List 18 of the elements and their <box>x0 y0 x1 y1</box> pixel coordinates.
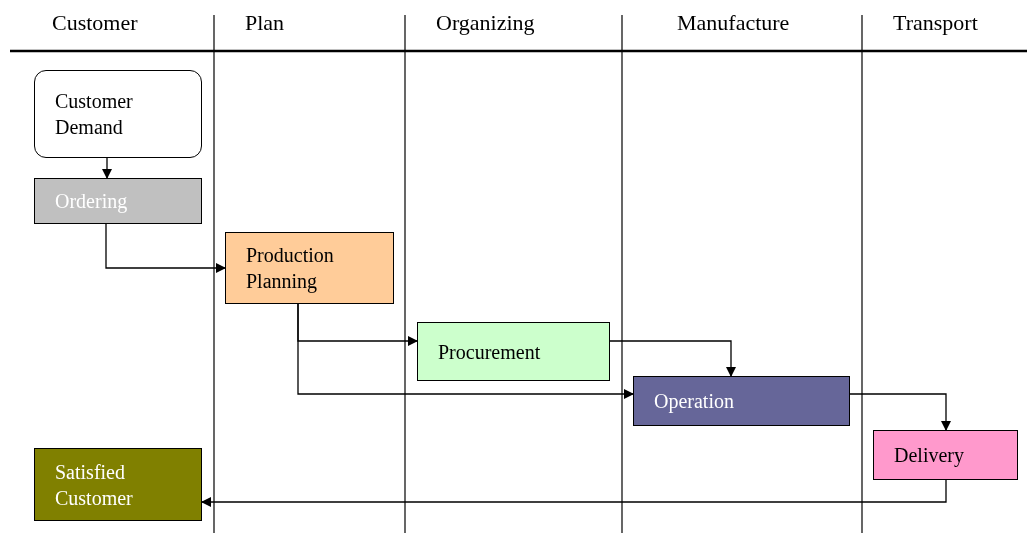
process-box: Delivery <box>873 430 1018 480</box>
process-box: Satisfied Customer <box>34 448 202 521</box>
lane-header: Plan <box>245 10 285 36</box>
arrow <box>297 303 634 399</box>
lane-header: Transport <box>893 10 978 36</box>
process-box: Operation <box>633 376 850 426</box>
lane-header: Manufacture <box>677 10 790 36</box>
arrow <box>201 479 947 507</box>
arrow <box>849 393 951 431</box>
arrow <box>105 223 226 273</box>
lane-header: Organizing <box>436 10 535 36</box>
arrow <box>609 340 736 377</box>
process-box: Ordering <box>34 178 202 224</box>
process-box: Production Planning <box>225 232 394 304</box>
process-box: Procurement <box>417 322 610 381</box>
lane-header: Customer <box>52 10 138 36</box>
arrow <box>102 157 112 179</box>
start-box: Customer Demand <box>34 70 202 158</box>
